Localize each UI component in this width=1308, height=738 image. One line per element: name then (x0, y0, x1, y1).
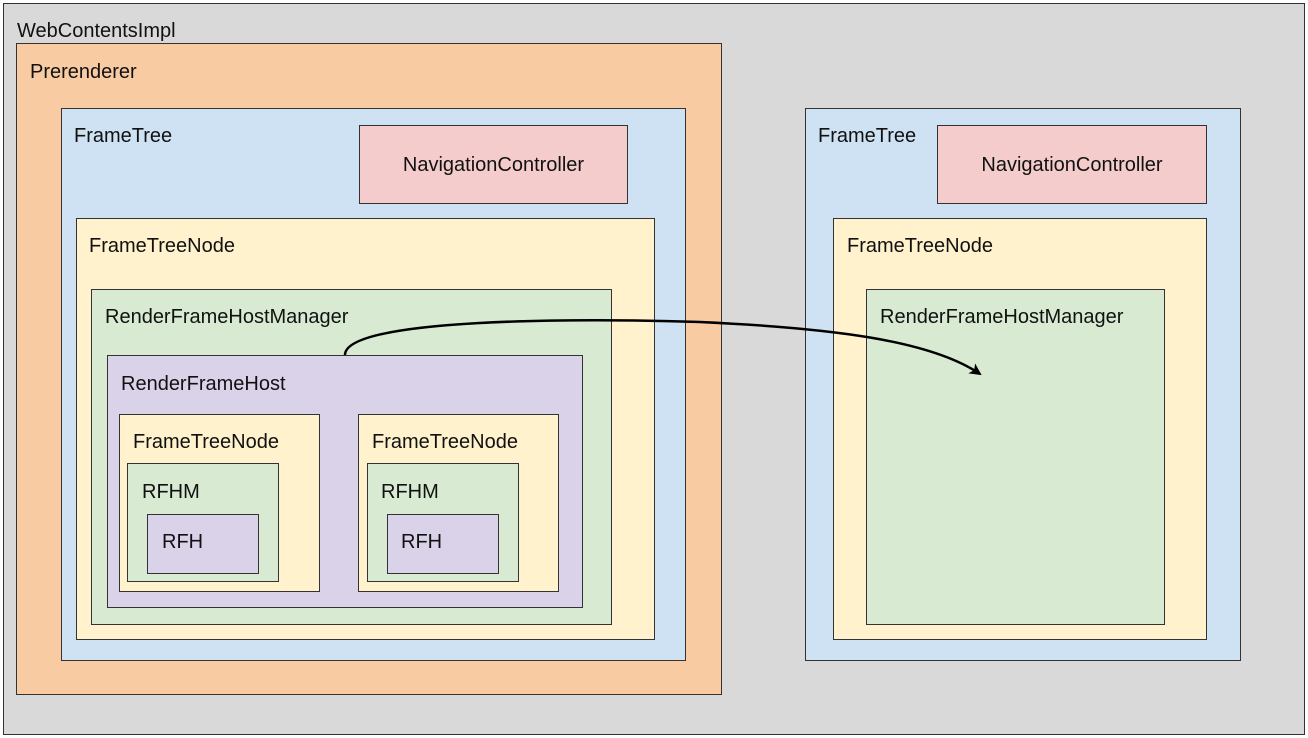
primary-rfhm-label: RenderFrameHostManager (880, 306, 1124, 328)
web-contents-impl-label: WebContentsImpl (17, 20, 176, 42)
child-rfh-label: RFH (401, 531, 443, 553)
child-rfh-box (387, 514, 499, 574)
child-frame-tree-node-label: FrameTreeNode (372, 431, 518, 453)
child-rfh-label: RFH (162, 531, 204, 553)
prerender-rfhm-label: RenderFrameHostManager (105, 306, 349, 328)
prerender-frame-tree-label: FrameTree (74, 125, 173, 147)
prerender-rfh-label: RenderFrameHost (121, 373, 286, 395)
prerender-frame-tree-node-label: FrameTreeNode (89, 235, 235, 257)
primary-navigation-controller-box: NavigationController (937, 125, 1207, 204)
child-rfh-box (147, 514, 259, 574)
child-rfhm-label: RFHM (142, 481, 200, 503)
prerender-navigation-controller-label: NavigationController (402, 153, 585, 176)
primary-rfhm-box (866, 289, 1165, 625)
prerenderer-label: Prerenderer (30, 61, 137, 83)
primary-frame-tree-label: FrameTree (818, 125, 917, 147)
primary-navigation-controller-label: NavigationController (981, 153, 1163, 176)
child-rfhm-label: RFHM (381, 481, 439, 503)
primary-frame-tree-node-label: FrameTreeNode (847, 235, 993, 257)
prerender-navigation-controller-box: NavigationController (359, 125, 628, 204)
child-frame-tree-node-label: FrameTreeNode (133, 431, 279, 453)
